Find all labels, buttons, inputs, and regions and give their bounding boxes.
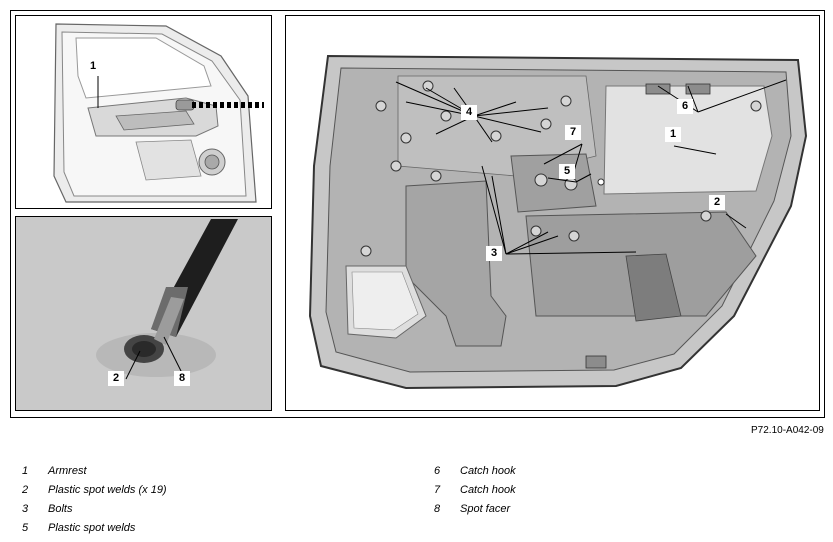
callout-bolts: 3 xyxy=(486,246,502,261)
legend-number: 6 xyxy=(434,464,441,477)
legend-number: 8 xyxy=(434,502,441,515)
callout-welds-mid: 5 xyxy=(559,164,575,179)
legend-item: 2 Plastic spot welds (x 19) xyxy=(20,480,320,499)
legend-item: 8 Spot facer xyxy=(432,499,732,518)
spot-facer-photo-panel xyxy=(15,216,272,411)
legend-text: Bolts xyxy=(48,502,73,515)
callout-spot-facer: 8 xyxy=(174,371,190,386)
legend-text: Armrest xyxy=(48,464,87,477)
callout-armrest-main: 1 xyxy=(665,127,681,142)
legend-item: 3 Bolts xyxy=(20,499,320,518)
door-panel-drawing xyxy=(308,54,808,390)
legend-text: Catch hook xyxy=(460,483,516,496)
legend-number: 3 xyxy=(22,502,29,515)
legend-number: 1 xyxy=(22,464,29,477)
legend-number: 7 xyxy=(434,483,441,496)
legend-item: 6 Catch hook xyxy=(432,461,732,480)
legend-left: 1 Armrest 2 Plastic spot welds (x 19) 3 Bol… xyxy=(20,461,320,537)
callout-welds-top: 4 xyxy=(461,105,477,120)
figure-code: P72.10-A042-09 xyxy=(751,425,824,436)
door-panel-inner-view xyxy=(285,15,820,411)
legend-text: Catch hook xyxy=(460,464,516,477)
legend-number: 5 xyxy=(22,521,29,534)
door-overview-drawing xyxy=(53,23,264,203)
callout-weld-right: 2 xyxy=(709,195,725,210)
callout-weld-detail: 2 xyxy=(108,371,124,386)
legend-text: Spot facer xyxy=(460,502,511,515)
illustration-frame: 1 2 8 4 6 1 7 5 2 3 xyxy=(10,10,825,418)
callout-catch-hook-top: 6 xyxy=(677,99,693,114)
callout-catch-hook-mid: 7 xyxy=(565,125,581,140)
legend-number: 2 xyxy=(22,483,29,496)
spot-facer-drawing xyxy=(96,219,238,380)
legend-item: 5 Plastic spot welds xyxy=(20,518,320,537)
door-overview-panel xyxy=(15,15,272,209)
legend-text: Plastic spot welds xyxy=(48,521,136,534)
callout-armrest-small: 1 xyxy=(85,59,101,74)
legend-text: Plastic spot welds (x 19) xyxy=(48,483,167,496)
legend-item: 1 Armrest xyxy=(20,461,320,480)
legend-item: 7 Catch hook xyxy=(432,480,732,499)
